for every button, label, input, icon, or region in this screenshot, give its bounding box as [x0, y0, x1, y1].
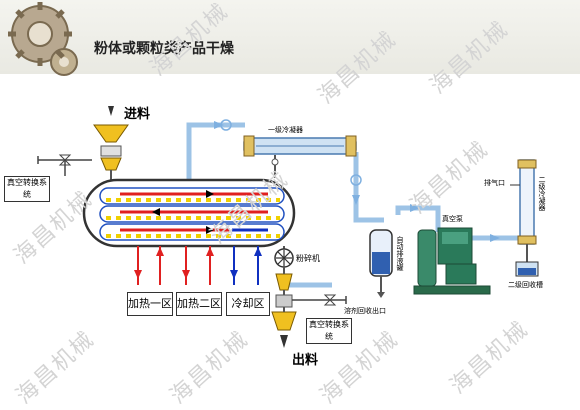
zone-heat-1-label: 加热一区: [128, 297, 172, 310]
process-diagram: [8, 2, 539, 348]
primary-condenser-label: 一级冷凝器: [268, 126, 303, 134]
vacuum-pump: [413, 227, 491, 295]
secondary-condenser-label: 二级冷凝器: [538, 176, 546, 211]
vacuum-pump-label: 真空泵: [442, 215, 463, 223]
dryer-vessel: [82, 178, 296, 248]
vacuum-system-top-box: 真空转换系统: [4, 176, 50, 202]
discharge-hopper: [271, 273, 297, 348]
zone-arrows: [134, 247, 262, 279]
exhaust-label: 排气口: [484, 179, 505, 187]
discharge-label: 出料: [292, 353, 319, 368]
vacuum-system-bottom-label: 真空转换系统: [309, 320, 349, 341]
zone-cooling-label: 冷却区: [231, 297, 265, 310]
zone-cooling: 冷却区: [226, 292, 270, 316]
vacuum-system-bottom-box: 真空转换系统: [306, 318, 352, 344]
feed-in-label: 进料: [124, 107, 151, 122]
primary-condenser: [243, 135, 357, 157]
zone-heat-2: 加热二区: [176, 292, 222, 316]
gear-icon: [8, 2, 78, 76]
solvent-outlet-label: 溶剂回收出口: [344, 307, 386, 315]
crusher-label: 粉碎机: [296, 254, 320, 263]
page-title: 粉体或颗粒类产品干燥: [94, 41, 234, 57]
secondary-tank-label: 二级回收槽: [508, 281, 543, 289]
crusher: [274, 246, 294, 268]
secondary-condenser: [515, 159, 539, 277]
header-band: [0, 0, 580, 74]
feed-hopper: [93, 124, 129, 180]
zone-heat-2-label: 加热二区: [177, 297, 221, 310]
auto-drain-label: 自动排液罐: [396, 236, 404, 271]
zone-feed-lines: [137, 246, 259, 285]
auto-drain-tank: [369, 229, 393, 298]
pipe-arrows: [214, 121, 500, 242]
zone-heat-1: 加热一区: [127, 292, 173, 316]
vacuum-system-top-label: 真空转换系统: [7, 178, 47, 199]
